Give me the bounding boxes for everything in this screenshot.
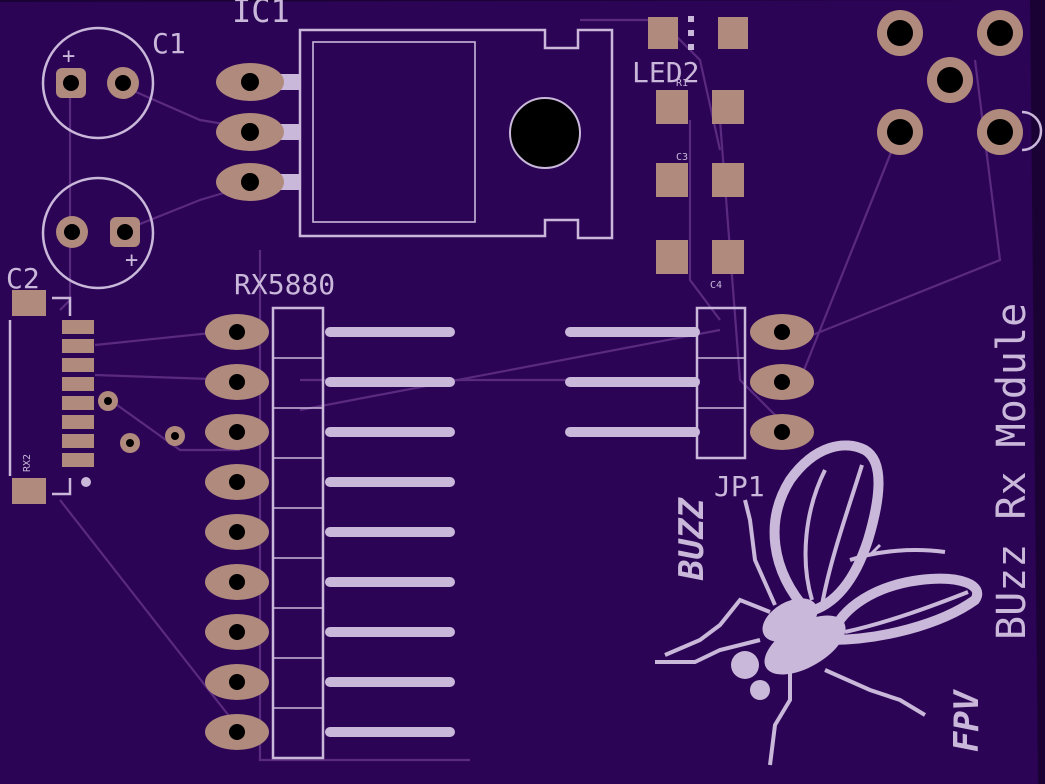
ic1-label: IC1 [232,0,290,30]
antenna-connector[interactable] [877,10,1043,155]
capacitor-c1-lower[interactable]: + [41,176,155,290]
ic1-regulator[interactable]: IC1 [216,0,614,240]
c4-label: C4 [710,280,722,291]
rx5880-label: RX5880 [234,268,335,301]
fpv-logo: FPV [947,689,987,752]
jp1-header[interactable]: JP1 [565,306,814,503]
rx2-connector[interactable]: C2 RX2 [6,262,185,504]
c1-label: C1 [152,27,186,60]
rx2-label: RX2 [22,454,33,472]
c3-label: C3 [676,152,688,163]
c1-lower-plus-label: + [125,248,138,273]
r1-label: R1 [676,78,688,89]
fly-artwork-icon [655,440,982,766]
led2[interactable]: LED2 [632,16,748,89]
rx5880-header[interactable]: RX5880 [205,268,455,760]
c1-plus-label: + [62,44,75,69]
buzz-logo: BUZZ [672,497,712,581]
capacitor-c4[interactable]: C4 [656,240,744,291]
jp1-label: JP1 [714,470,765,503]
ic1-mount-hole [509,97,581,169]
led2-label: LED2 [632,56,699,89]
capacitor-c1[interactable]: + C1 [41,26,186,140]
resistor-r1[interactable]: R1 [656,78,744,124]
capacitor-c3[interactable]: C3 [656,152,744,197]
module-title: BUzz Rx Module [989,303,1035,640]
c2-label: C2 [6,262,40,295]
